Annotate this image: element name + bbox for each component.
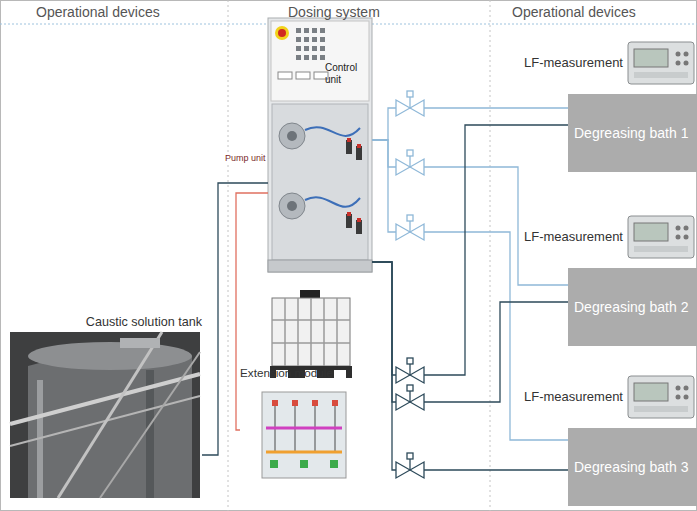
pipe-path (372, 140, 568, 285)
column-header: Operational devices (36, 4, 160, 20)
conductivity-meter (628, 216, 694, 258)
bath-title: Degreasing bath 1 (574, 125, 688, 141)
bath-title: Degreasing bath 2 (574, 299, 688, 315)
pipe-line (372, 140, 568, 285)
pipe-line (372, 262, 568, 402)
pipe-path (372, 262, 568, 402)
device-label: Caustic solution tank (86, 315, 202, 329)
label-holder: Operational devices (36, 3, 160, 21)
part-label: Pump unit (224, 153, 267, 163)
pipe-path (236, 193, 268, 430)
lf-measurement: LF-measurement (524, 218, 697, 260)
pipe-path (372, 125, 568, 375)
valve-symbol (396, 150, 424, 175)
valve-symbol (396, 91, 424, 116)
device-label: Control unit (325, 62, 369, 86)
caustic-tank-photo (10, 332, 200, 498)
column-header: Operational devices (512, 4, 636, 20)
bath-title: Degreasing bath 3 (574, 459, 688, 475)
pipe-line (236, 193, 268, 430)
column-divider (228, 0, 229, 511)
caustic-tank: Caustic solution tank (8, 312, 202, 500)
extension-module-screen (262, 392, 346, 478)
device-label: LF-measurement (524, 229, 623, 244)
device-label: Extension module (240, 366, 358, 379)
pipe-path (202, 183, 268, 455)
column-divider (490, 0, 491, 511)
degreasing-bath: Degreasing bath 2 (568, 268, 697, 346)
control-unit-photo (268, 18, 372, 272)
device-label: LF-measurement (524, 389, 623, 404)
degreasing-bath: Degreasing bath 1 (568, 94, 697, 172)
conductivity-meter (628, 376, 694, 418)
extension-module: Extension module (240, 366, 358, 480)
lf-measurement: LF-measurement (524, 378, 697, 420)
control-unit: Control unit (268, 18, 372, 272)
label-holder: Operational devices (512, 3, 636, 21)
column-header: Dosing system (288, 4, 380, 20)
valve-symbol (396, 453, 424, 478)
label-holder: Dosing system (288, 3, 380, 21)
degreasing-bath: Degreasing bath 3 (568, 428, 697, 506)
pipe-line (372, 262, 568, 470)
ibc-container-photo (270, 290, 352, 378)
device-label: LF-measurement (524, 55, 623, 70)
lf-measurement: LF-measurement (524, 44, 697, 86)
valve-symbol (396, 385, 424, 410)
pipe-line (202, 183, 268, 455)
conductivity-meter (628, 42, 694, 84)
valve-symbol (396, 215, 424, 240)
valve-symbol (396, 358, 424, 383)
pipe-path (372, 262, 568, 470)
pipe-line (372, 125, 568, 375)
label-holder: Pump unit (224, 147, 267, 165)
